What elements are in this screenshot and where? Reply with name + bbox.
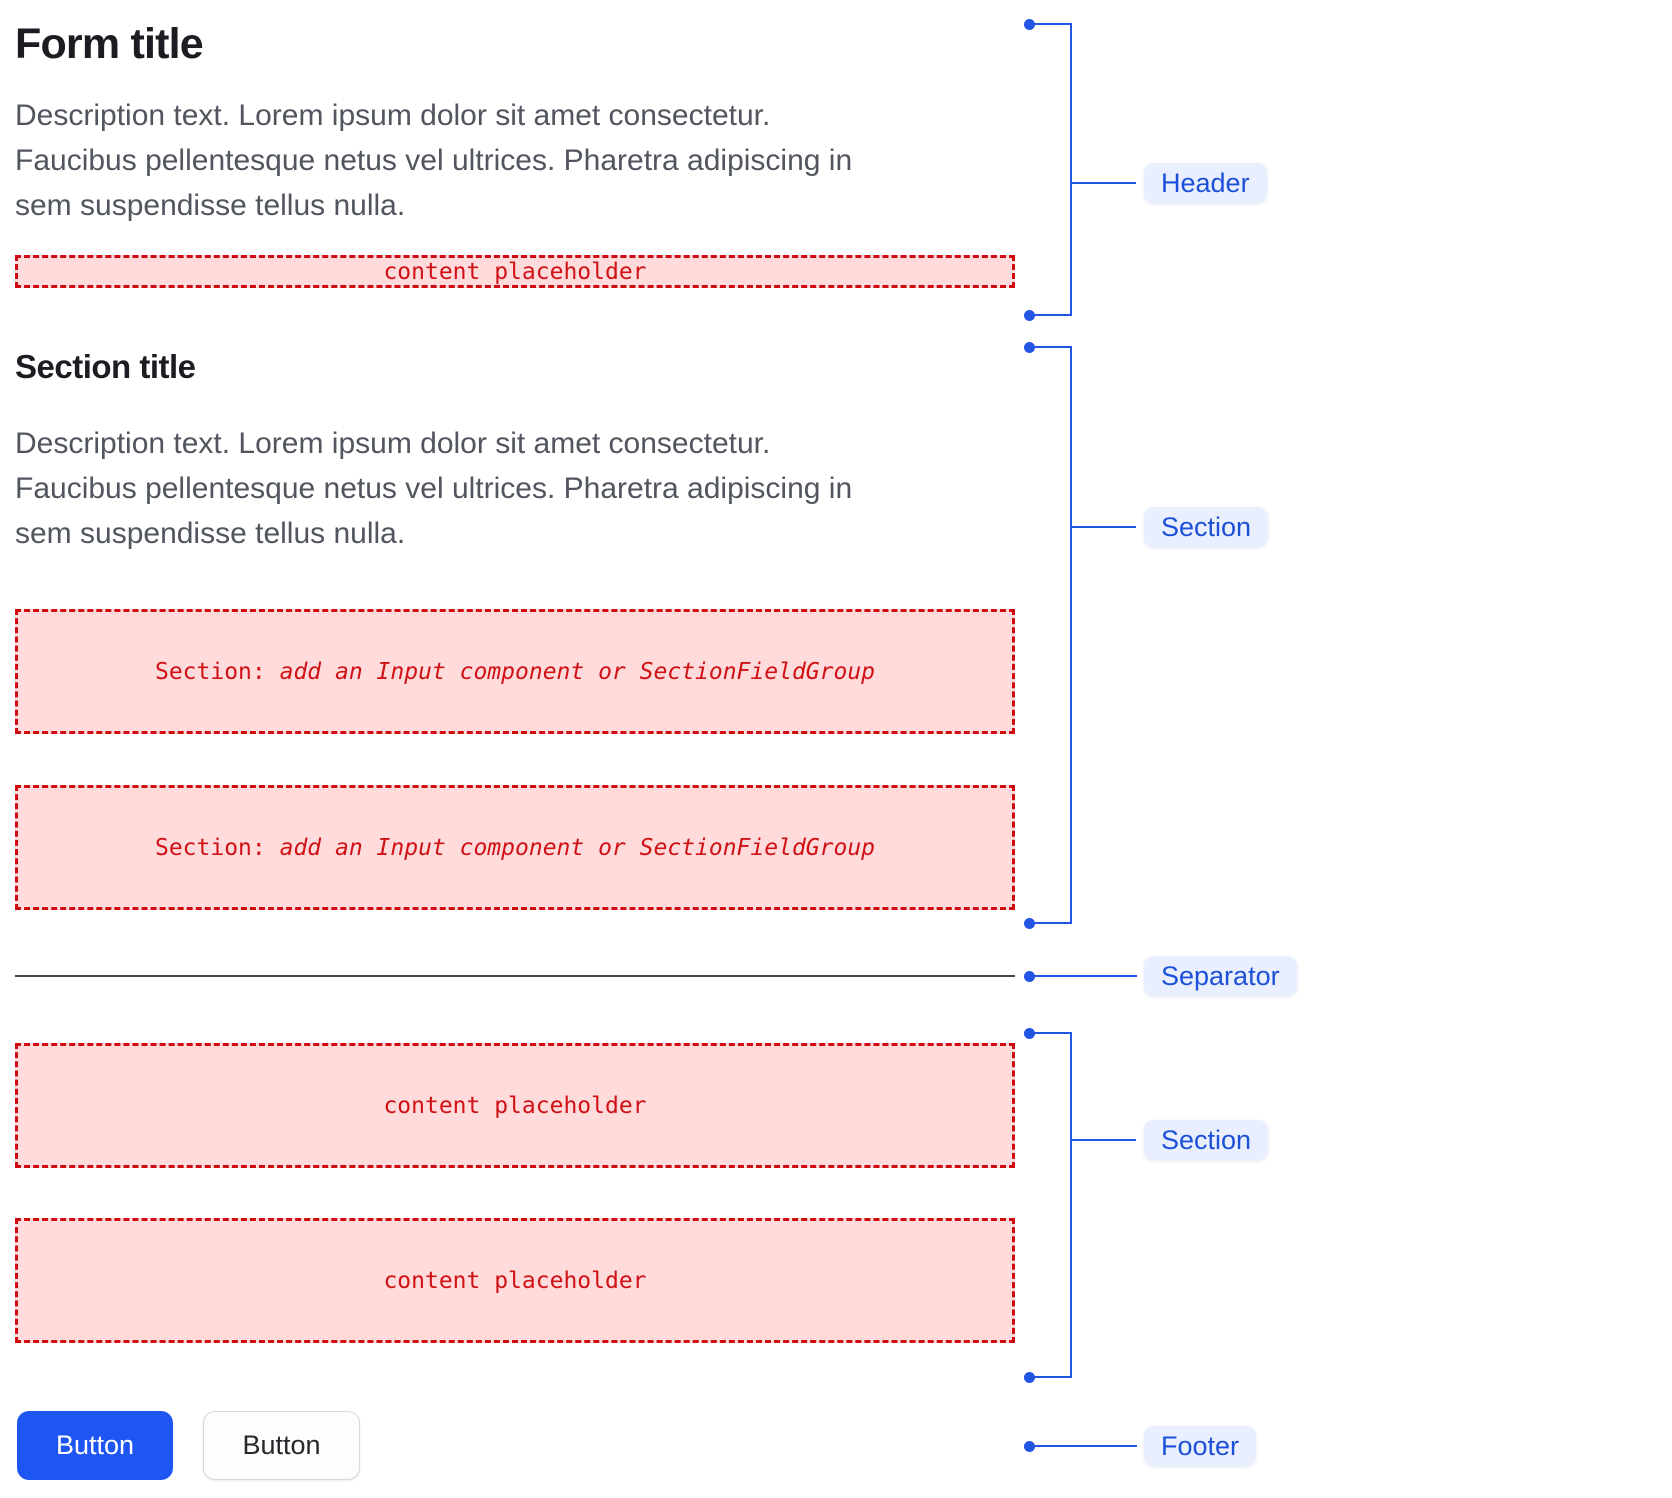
section2-bracket-bottom-dot [1024,1372,1035,1383]
section-field-placeholder: Section: add an Input component or Secti… [15,609,1015,734]
description-line: Faucibus pellentesque netus vel ultrices… [15,144,853,177]
section-title: Section title [15,348,196,385]
header-annotation-label: Header [1144,163,1267,203]
header-bracket-top-line [1029,23,1072,25]
section-field-placeholder: Section: add an Input component or Secti… [15,785,1015,910]
placeholder-text: Section: add an Input component or Secti… [154,834,876,861]
section1-label-connector [1072,526,1136,528]
description-line: sem suspendisse tellus nulla. [15,189,406,222]
section1-bracket-vertical-line [1070,346,1072,924]
footer-dot [1024,1441,1035,1452]
secondary-button[interactable]: Button [203,1411,360,1480]
description-line: Faucibus pellentesque netus vel ultrices… [15,472,853,505]
footer-annotation-label: Footer [1144,1426,1257,1466]
section2-bracket-top-line [1029,1032,1072,1034]
section1-bracket-bottom-line [1029,922,1072,924]
separator-dot [1024,971,1035,982]
section2-bracket-vertical-line [1070,1032,1072,1378]
footer-label-connector [1033,1445,1137,1447]
description-line: Description text. Lorem ipsum dolor sit … [15,427,771,460]
placeholder-text: content placeholder [383,1092,647,1119]
placeholder-text: Section: add an Input component or Secti… [154,658,876,685]
header-bracket-bottom-dot [1024,310,1035,321]
separator-label-connector [1033,975,1137,977]
header-bracket-bottom-line [1029,314,1072,316]
header-label-connector [1072,182,1136,184]
header-bracket-vertical-line [1070,23,1072,316]
description-line: Description text. Lorem ipsum dolor sit … [15,99,771,132]
section2-content-placeholder: content placeholder [15,1218,1015,1343]
form-title: Form title [15,20,204,68]
section1-bracket-bottom-dot [1024,918,1035,929]
description-line: sem suspendisse tellus nulla. [15,517,406,550]
section1-annotation-label: Section [1144,507,1269,547]
section-description: Description text. Lorem ipsum dolor sit … [15,421,975,556]
separator-line [15,975,1015,977]
separator-annotation-label: Separator [1144,956,1297,996]
header-content-placeholder: content placeholder [15,255,1015,288]
section2-content-placeholder: content placeholder [15,1043,1015,1168]
placeholder-text: content placeholder [383,258,647,285]
section2-annotation-label: Section [1144,1120,1269,1160]
section2-bracket-bottom-line [1029,1376,1072,1378]
section1-bracket-top-line [1029,346,1072,348]
primary-button[interactable]: Button [17,1411,173,1480]
placeholder-text: content placeholder [383,1267,647,1294]
section2-label-connector [1072,1139,1136,1141]
form-description: Description text. Lorem ipsum dolor sit … [15,93,975,228]
